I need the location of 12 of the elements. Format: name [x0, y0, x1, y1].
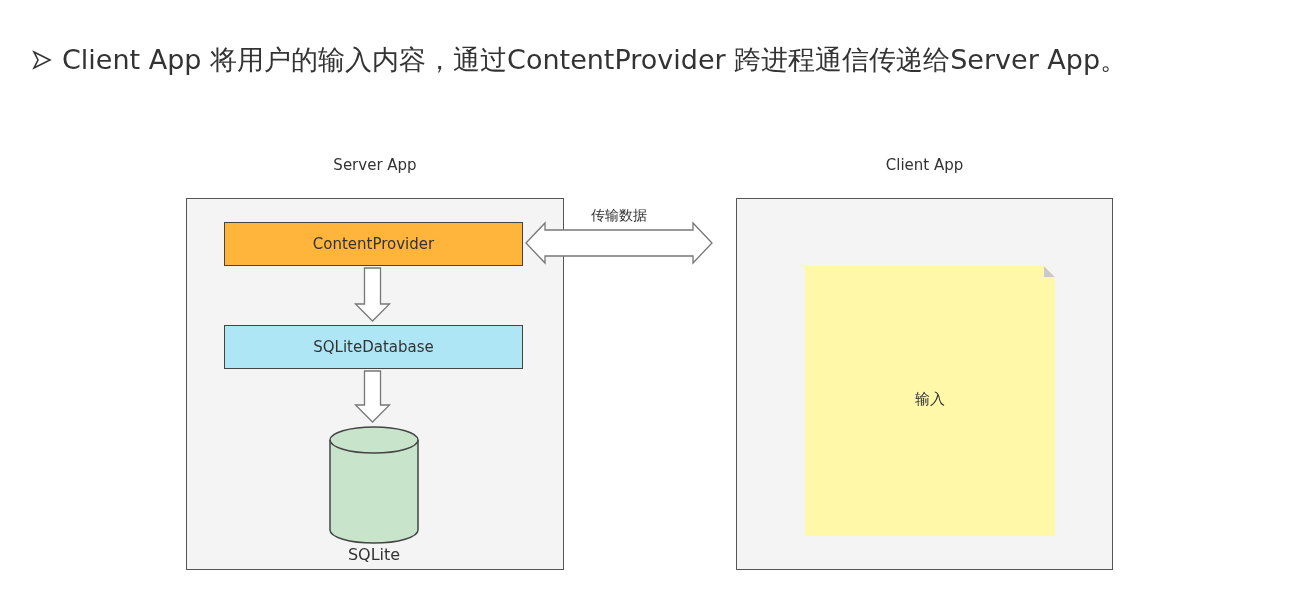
block-arrow: [353, 370, 392, 423]
block-arrow: [353, 267, 392, 322]
database-label: SQLite: [346, 545, 402, 564]
component-box: ContentProvider: [224, 222, 523, 266]
edge-label: 传输数据: [590, 207, 648, 225]
panel-heading: Client App: [884, 156, 965, 174]
component-box: SQLiteDatabase: [224, 325, 523, 369]
panel-heading: Server App: [332, 156, 418, 174]
block-arrow: [525, 221, 713, 265]
sticky-note: [805, 266, 1055, 536]
title: Client App 将用户的输入内容，通过ContentProvider 跨进程通信传递给Server App。: [62, 43, 1128, 77]
note-text: 输入: [914, 390, 946, 409]
